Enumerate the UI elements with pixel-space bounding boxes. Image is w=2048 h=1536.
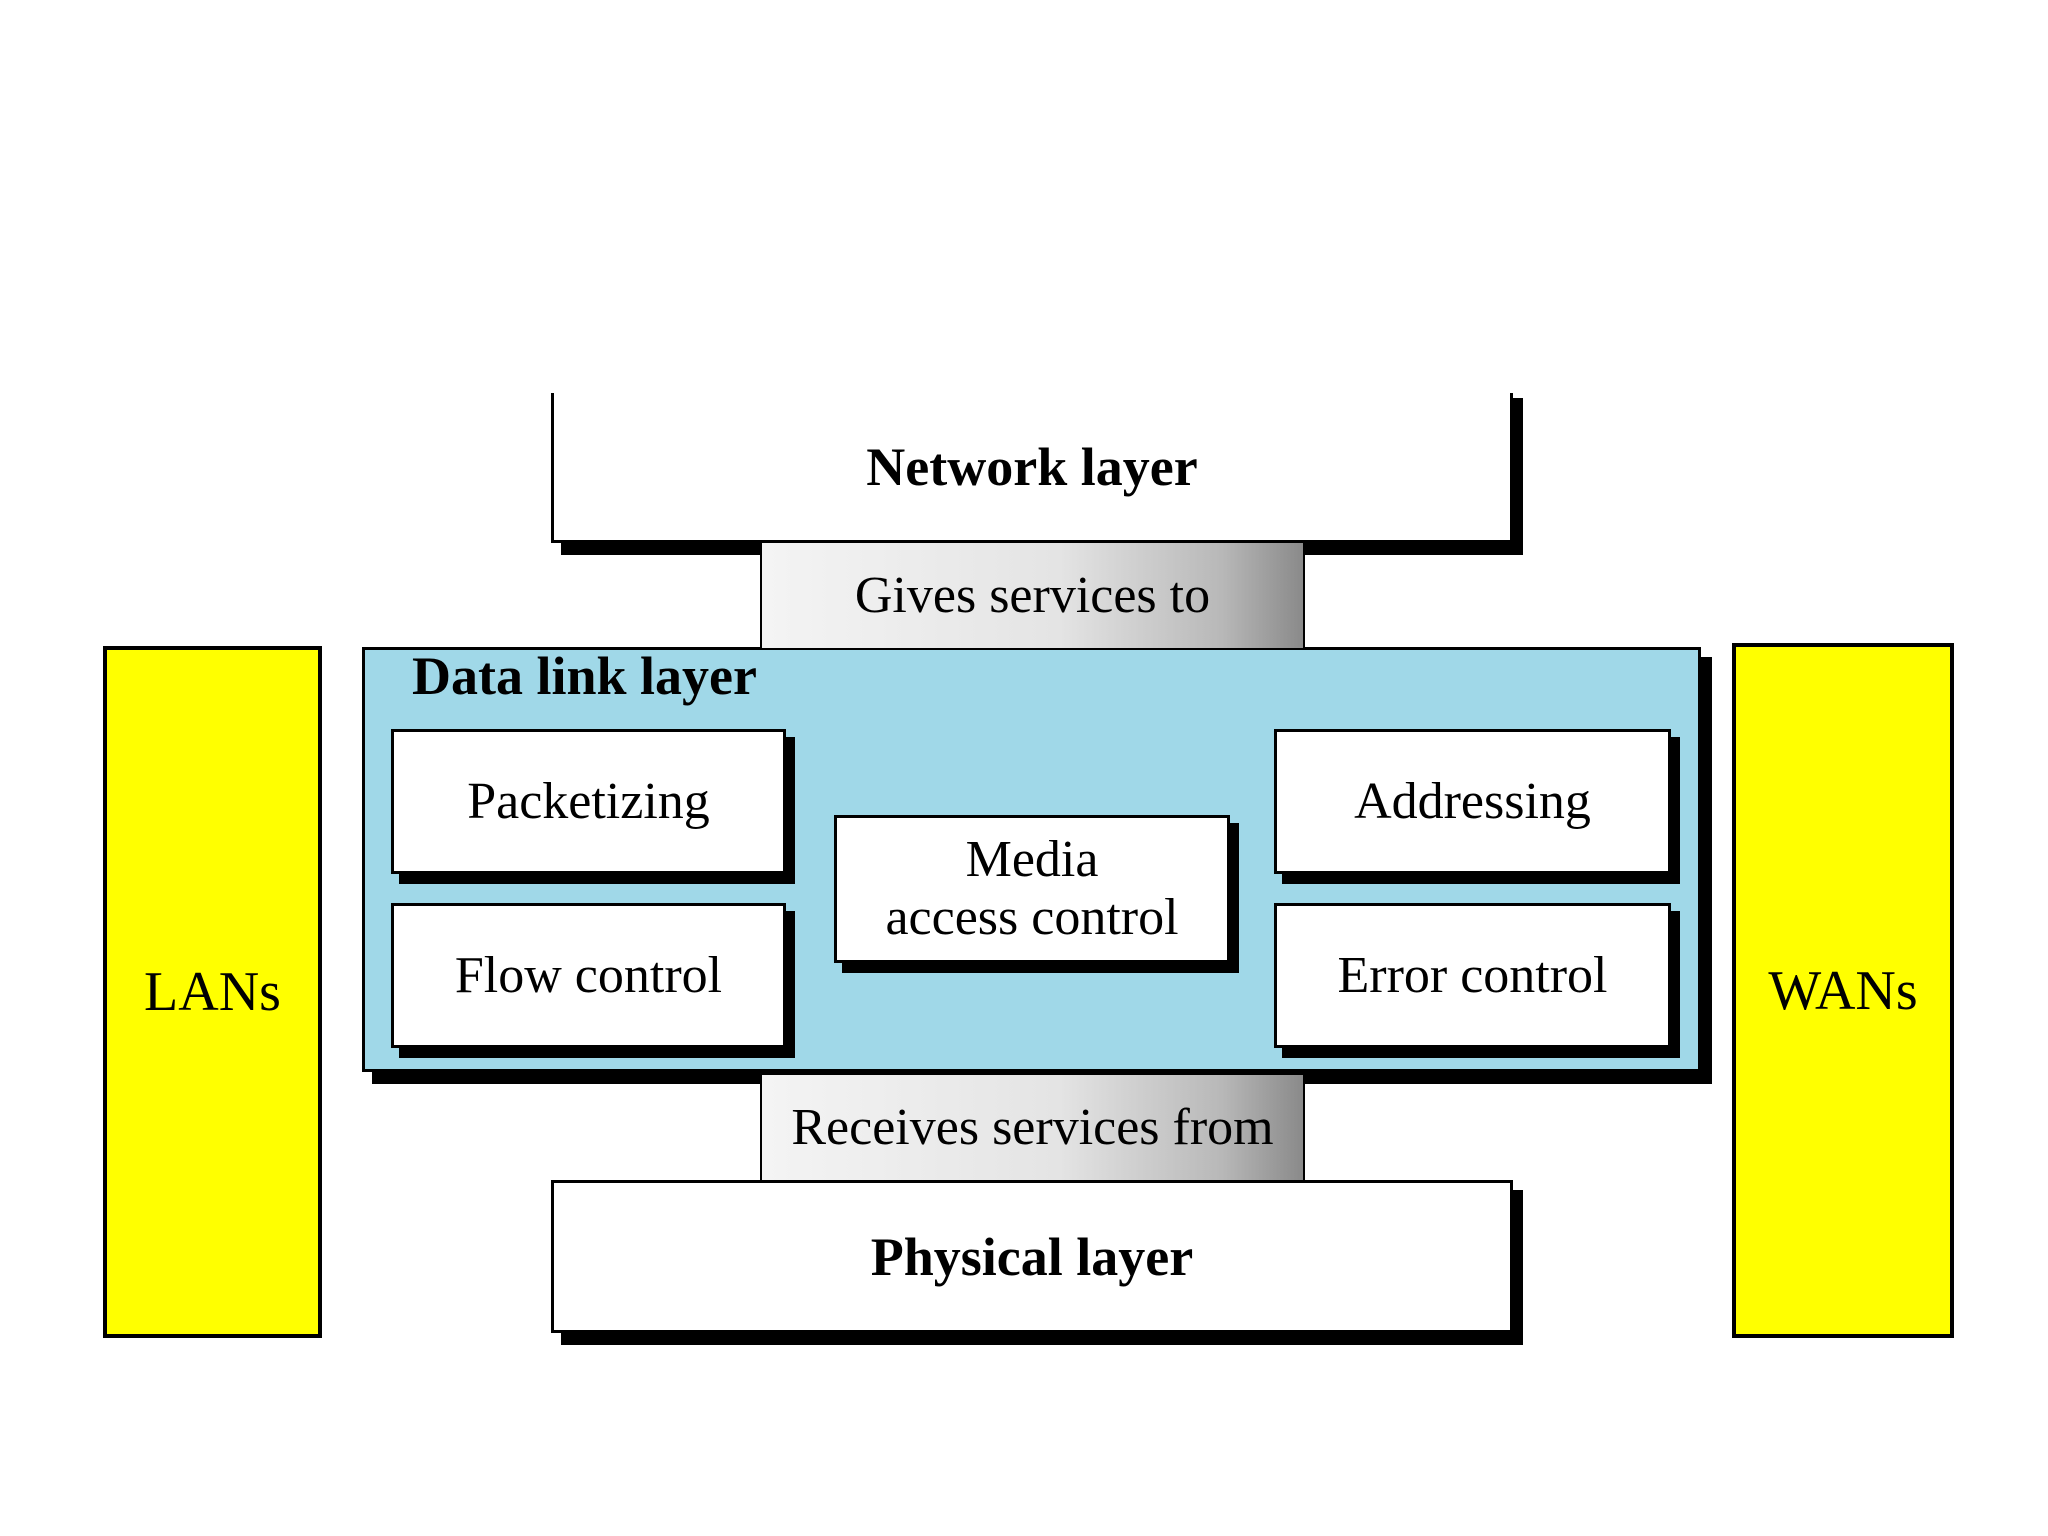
media-access-control-box: Media access control	[834, 815, 1230, 963]
network-layer-box: Network layer	[551, 393, 1513, 543]
physical-layer-shadow	[1513, 1190, 1523, 1345]
gives-services-connector: Gives services to	[760, 543, 1305, 648]
packetizing-label: Packetizing	[467, 773, 710, 830]
error-control-label: Error control	[1337, 947, 1608, 1004]
flow-control-shadow	[399, 1048, 794, 1058]
lans-label: LANs	[144, 961, 281, 1023]
physical-layer-box: Physical layer	[551, 1180, 1513, 1333]
receives-services-connector: Receives services from	[760, 1075, 1305, 1180]
physical-layer-label: Physical layer	[870, 1226, 1194, 1287]
data-link-layer-title: Data link layer	[412, 646, 757, 706]
physical-layer-shadow	[561, 1333, 1523, 1345]
packetizing-shadow	[399, 874, 794, 884]
network-layer-shadow	[1513, 398, 1523, 555]
lans-column: LANs	[103, 646, 322, 1338]
addressing-label: Addressing	[1354, 773, 1591, 830]
wans-column: WANs	[1732, 643, 1954, 1338]
addressing-box: Addressing	[1274, 729, 1671, 874]
gives-services-label: Gives services to	[854, 567, 1211, 624]
flow-control-label: Flow control	[454, 947, 723, 1004]
packetizing-shadow	[786, 737, 795, 884]
receives-services-label: Receives services from	[791, 1099, 1274, 1156]
flow-control-shadow	[786, 911, 795, 1058]
flow-control-box: Flow control	[391, 903, 786, 1048]
addressing-shadow	[1671, 737, 1680, 884]
media-access-control-label: Media access control	[885, 831, 1178, 947]
error-control-box: Error control	[1274, 903, 1671, 1048]
error-control-shadow	[1282, 1048, 1679, 1058]
media-access-control-shadow	[842, 963, 1238, 973]
packetizing-box: Packetizing	[391, 729, 786, 874]
error-control-shadow	[1671, 911, 1680, 1058]
data-link-layer-shadow	[1701, 657, 1712, 1084]
network-layer-label: Network layer	[866, 436, 1198, 497]
media-access-control-line2: access control	[885, 889, 1179, 946]
wans-label: WANs	[1768, 959, 1918, 1022]
addressing-shadow	[1282, 874, 1679, 884]
media-access-control-shadow	[1230, 823, 1239, 973]
media-access-control-line1: Media	[965, 830, 1099, 888]
